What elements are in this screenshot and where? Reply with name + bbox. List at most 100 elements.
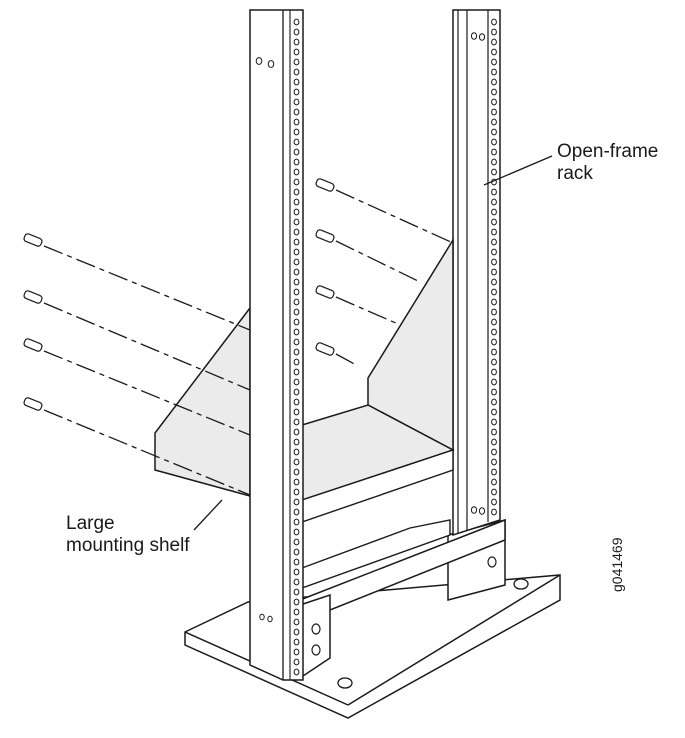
mounting-screw [23,397,43,411]
rear-post-hole [491,228,497,236]
front-post-hole [255,57,263,65]
front-post-hole [293,168,300,176]
front-post-hole [293,318,300,326]
shelf-leader-line [193,499,223,531]
rear-post-hole [491,468,497,476]
screw-alignment-line [43,245,251,331]
rear-post-hole [491,268,497,276]
front-post-hole [293,638,300,646]
front-post-hole [293,618,300,626]
front-post-hole [293,158,300,166]
rear-post-hole [491,138,497,146]
front-post-hole [293,578,300,586]
rack-leader-line [483,155,553,186]
base-plate-edge [347,574,561,706]
front-post-hole [267,615,273,623]
base-mount-hole [513,578,529,590]
rear-post-hole [491,168,497,176]
front-post-hole [293,88,300,96]
front-post-hole [293,608,300,616]
front-post-hole [293,428,300,436]
front-post-hole [293,188,300,196]
front-post-hole [293,278,300,286]
open-frame-rack-label: Open-frame rack [557,141,658,185]
front-post-hole [293,358,300,366]
front-post-hole [293,508,300,516]
rear-post-hole [491,188,497,196]
front-post-hole [293,48,300,56]
front-post-hole [293,458,300,466]
front-post-hole [293,518,300,526]
rack-label-line2: rack [557,163,593,184]
front-post-hole [293,258,300,266]
front-post-hole [293,198,300,206]
rear-post-hole [491,158,497,166]
foot-bracket-hole [311,644,321,656]
rear-post-hole [491,368,497,376]
rear-post-hole [491,148,497,156]
front-post-hole [259,613,265,621]
rear-post-hole [470,506,478,514]
rack-label-line1: Open-frame [557,141,659,162]
rear-post-hole [491,68,497,76]
front-post-hole [293,68,300,76]
front-post-hole [293,138,300,146]
front-post-hole [293,328,300,336]
front-post-hole [293,628,300,636]
front-post-hole [293,348,300,356]
screw-alignment-line [335,353,359,367]
front-post-hole [293,78,300,86]
rear-post-hole [491,328,497,336]
rear-post-hole [470,32,478,40]
front-post-hole [293,238,300,246]
rear-post-hole [491,398,497,406]
foot-bracket-hole [311,623,321,635]
screw-alignment-line [43,409,251,496]
front-post-hole [293,28,300,36]
front-post-hole [293,298,300,306]
rear-post-hole [491,458,497,466]
front-post-hole [293,588,300,596]
front-post-hole [293,488,300,496]
rear-post-hole [491,28,497,36]
front-post-hole [293,548,300,556]
front-post-hole [293,248,300,256]
front-post-hole [293,38,300,46]
rear-post-hole [491,388,497,396]
front-post-hole [293,498,300,506]
screw-alignment-line [335,240,421,283]
front-post-hole [293,378,300,386]
rear-post-hole [491,108,497,116]
rear-post-hole [491,348,497,356]
rear-post-hole [491,58,497,66]
front-post-hole [293,148,300,156]
rear-post-hole [491,338,497,346]
front-post-hole [293,658,300,666]
mounting-screw [23,233,43,247]
mounting-screw [315,342,335,356]
rear-post-hole [491,498,497,506]
front-post-hole [293,538,300,546]
front-post-hole [293,108,300,116]
front-post-hole [293,598,300,606]
front-post-hole [293,438,300,446]
shelf-label-line2: mounting shelf [66,535,190,556]
shelf-left-flange [154,305,251,497]
rear-post-hole [491,318,497,326]
rear-post-hole [491,378,497,386]
mounting-screw [23,338,43,352]
front-post-hole [293,118,300,126]
foot-bracket-hole [487,556,497,568]
rear-post-hole [491,128,497,136]
front-post-hole [293,398,300,406]
rear-post-hole [491,478,497,486]
rear-post-hole [491,218,497,226]
screw-alignment-line [43,350,251,436]
mounting-screw [315,285,335,299]
front-post-hole [267,60,275,68]
rear-post-hole [491,258,497,266]
rear-post-hole [491,278,497,286]
rear-post-hole [491,88,497,96]
mounting-screw [315,178,335,192]
